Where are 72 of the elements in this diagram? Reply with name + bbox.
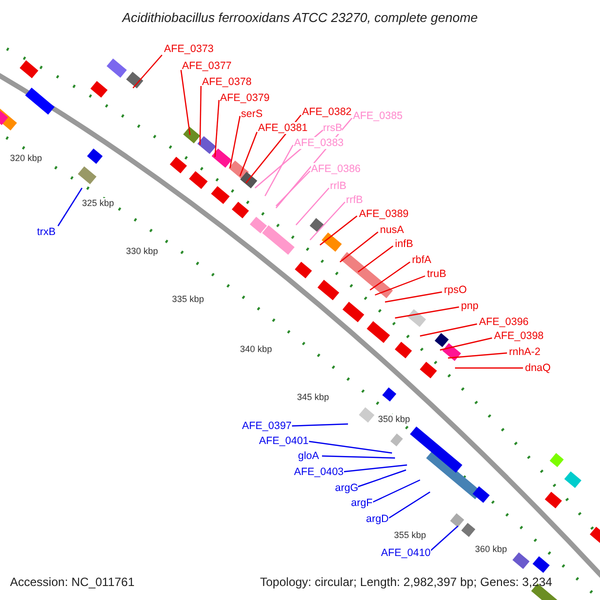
gene-label: AFE_0410 xyxy=(381,547,431,559)
tick-label: 350 kbp xyxy=(378,414,410,424)
title: Acidithiobacillus ferrooxidans ATCC 23270, complete genome xyxy=(120,10,479,25)
gene-label: AFE_0378 xyxy=(202,76,252,88)
leader-line xyxy=(374,275,426,296)
gene-label: AFE_0385 xyxy=(353,110,403,122)
tick-label: 360 kbp xyxy=(475,544,508,554)
gene-label: infB xyxy=(395,238,414,250)
footer-text: Topology: circular; Length: 2,982,397 bp; Genes: 3,234 xyxy=(260,575,552,589)
leader-line xyxy=(448,352,508,359)
leader-line xyxy=(132,54,162,88)
gene-label: rrfB xyxy=(346,194,363,206)
footer-text: Accession: NC_011761 xyxy=(10,575,135,589)
gene-label: AFE_0377 xyxy=(182,60,232,72)
leader-line xyxy=(388,492,430,518)
gene-label: dnaQ xyxy=(525,362,551,374)
tick-label: 320 kbp xyxy=(10,153,42,163)
leader-line xyxy=(264,144,294,196)
leader-line xyxy=(180,70,191,136)
gene-label: AFE_0401 xyxy=(259,435,309,447)
leader-line xyxy=(356,469,406,488)
gene-label: AFE_0389 xyxy=(359,208,409,220)
tick-label: 330 kbp xyxy=(126,246,158,256)
gene-label: serS xyxy=(241,108,263,120)
leader-line xyxy=(214,100,220,158)
gene-label: argF xyxy=(351,497,373,509)
gene-label: AFE_0379 xyxy=(220,92,270,104)
leader-line xyxy=(322,455,396,459)
tick-label: 325 kbp xyxy=(82,198,114,208)
gene-label: gloA xyxy=(298,450,320,462)
tick-label: 355 kbp xyxy=(394,530,426,540)
leader-line xyxy=(276,170,310,206)
tick-label: 345 kbp xyxy=(297,392,330,402)
gene-label: rrlB xyxy=(330,180,346,192)
leader-line xyxy=(340,232,378,262)
leader-line xyxy=(320,216,358,246)
gene-label: AFE_0398 xyxy=(494,330,544,342)
gene-label: nusA xyxy=(380,224,404,236)
gene-label: rbfA xyxy=(412,254,432,266)
gene-label: AFE_0383 xyxy=(294,137,344,149)
leader-line xyxy=(290,423,348,427)
leader-line xyxy=(58,188,82,226)
leader-line xyxy=(370,262,410,290)
leader-line xyxy=(372,479,420,503)
tick-label: 340 kbp xyxy=(240,344,272,354)
gene-label: rnhA-2 xyxy=(509,346,541,358)
leader-line xyxy=(229,116,241,168)
gene-label: AFE_0373 xyxy=(164,43,214,55)
gene-label: AFE_0403 xyxy=(294,466,344,478)
gene-label: argD xyxy=(366,513,389,525)
gene-label: AFE_0382 xyxy=(302,106,352,118)
leader-line xyxy=(358,246,394,272)
leader-line xyxy=(199,86,202,146)
gene-label: AFE_0397 xyxy=(242,420,292,432)
gene-label: AFE_0386 xyxy=(311,163,361,175)
gene-label: rrsB xyxy=(323,122,342,134)
leader-line xyxy=(394,306,460,319)
gene-label: pnp xyxy=(461,300,479,312)
leader-line xyxy=(239,132,258,176)
gene-label: AFE_0381 xyxy=(258,122,308,134)
gene-label: truB xyxy=(427,268,446,280)
leader-line xyxy=(310,202,346,240)
gene-label: rpsO xyxy=(444,284,467,296)
gene-label: trxB xyxy=(37,226,56,238)
leader-line xyxy=(384,291,442,303)
gene-label: AFE_0396 xyxy=(479,316,529,328)
leader-line xyxy=(455,367,523,369)
leader-line xyxy=(296,188,330,226)
leader-line xyxy=(440,337,492,351)
tick-label: 335 kbp xyxy=(172,294,204,304)
gene-label: argG xyxy=(335,482,358,494)
leader-line xyxy=(420,323,478,337)
